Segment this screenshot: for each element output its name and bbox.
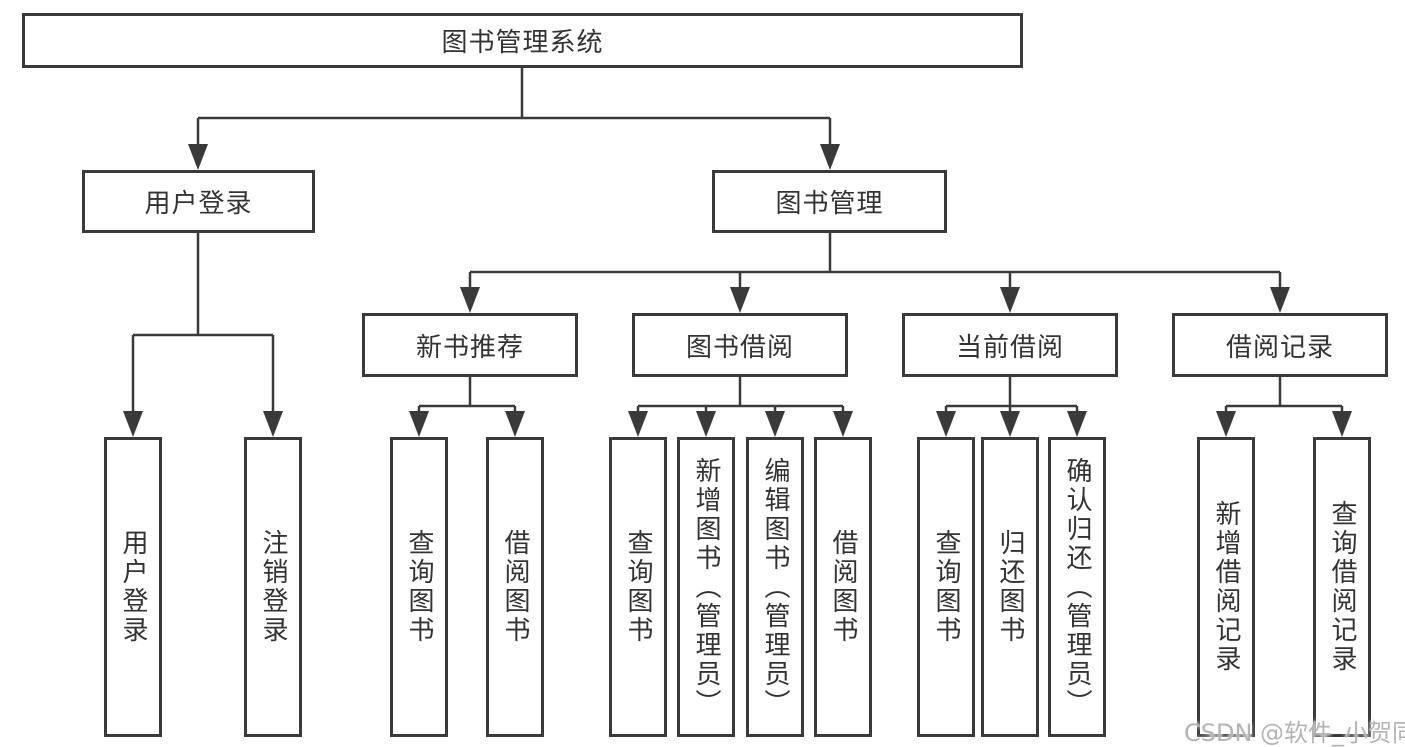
node-label: 编辑图书（管理员） [760, 456, 790, 718]
csdn-watermark: CSDN @软件_小贺同学 [1184, 719, 1405, 747]
node-label: 新增借阅记录 [1211, 500, 1241, 674]
leaf-borrow-books-recommend: 借阅图书 [486, 437, 544, 737]
node-label: 查询图书 [623, 529, 653, 645]
leaf-return-books: 归还图书 [981, 437, 1039, 737]
leaf-add-borrow-record: 新增借阅记录 [1197, 437, 1255, 737]
leaf-query-borrow-record: 查询借阅记录 [1313, 437, 1371, 737]
node-label: 新书推荐 [415, 332, 524, 363]
node-book-borrowing: 图书借阅 [632, 313, 848, 377]
node-label: 图书管理 [775, 189, 884, 219]
node-label: 归还图书 [995, 529, 1025, 645]
node-label: 查询借阅记录 [1327, 500, 1357, 674]
leaf-borrow-books: 借阅图书 [814, 437, 872, 737]
node-label: 图书管理系统 [441, 28, 604, 58]
node-label: 借阅图书 [828, 529, 858, 645]
leaf-logout-login: 注销登录 [244, 437, 302, 737]
node-user-login: 用户登录 [82, 170, 315, 233]
node-label: 借阅图书 [500, 529, 530, 645]
leaf-edit-books-admin: 编辑图书（管理员） [746, 437, 804, 737]
leaf-query-books-recommend: 查询图书 [390, 437, 448, 737]
node-label: 当前借阅 [955, 332, 1064, 363]
leaf-query-books-borrowing: 查询图书 [609, 437, 667, 737]
node-root-library-system: 图书管理系统 [22, 13, 1023, 68]
node-label: 注销登录 [258, 529, 288, 645]
node-borrowing-records: 借阅记录 [1172, 313, 1388, 377]
node-label: 查询图书 [404, 529, 434, 645]
node-new-book-recommend: 新书推荐 [362, 313, 578, 377]
node-current-borrowing: 当前借阅 [902, 313, 1118, 377]
leaf-confirm-return-admin: 确认归还（管理员） [1048, 437, 1106, 737]
node-label: 确认归还（管理员） [1062, 456, 1092, 718]
node-label: 查询图书 [931, 529, 961, 645]
leaf-user-login: 用户登录 [104, 437, 162, 737]
node-book-management: 图书管理 [712, 170, 947, 233]
node-label: 用户登录 [144, 189, 253, 219]
node-label: 新增图书（管理员） [691, 456, 721, 718]
node-label: 图书借阅 [685, 332, 794, 363]
leaf-query-books-current: 查询图书 [917, 437, 975, 737]
node-label: 用户登录 [118, 529, 148, 645]
node-label: 借阅记录 [1225, 332, 1334, 363]
leaf-add-books-admin: 新增图书（管理员） [677, 437, 735, 737]
